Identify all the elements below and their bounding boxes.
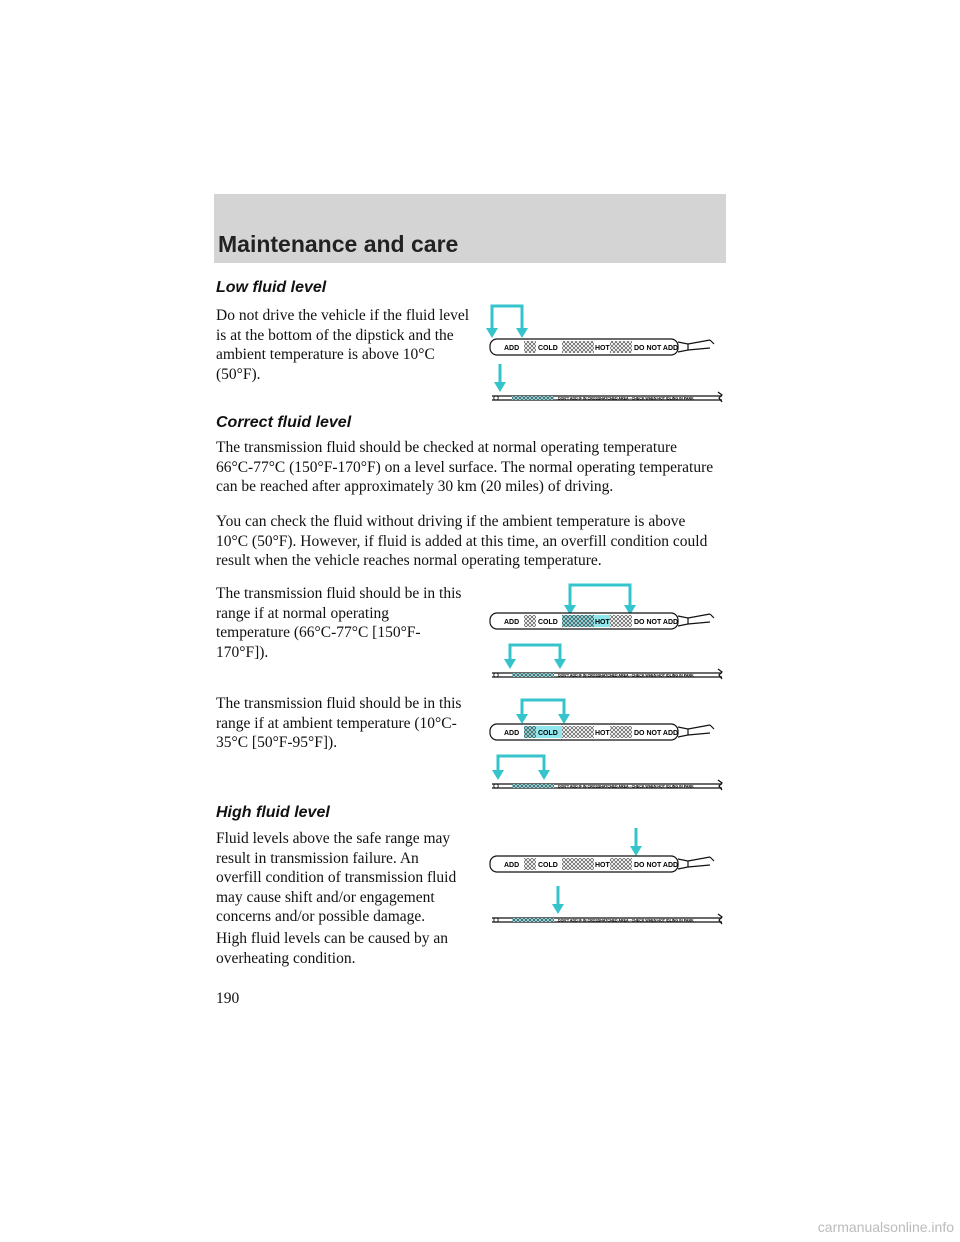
dipstick-svg-cold: ADD COLD HOT DO NOT ADD DON'T ADD IF IN … — [489, 698, 723, 791]
heading-correct-fluid-level: Correct fluid level — [216, 414, 352, 431]
label-lower-warning: DON'T ADD IF IN CROSSHATCHED AREA - CHEC… — [558, 397, 694, 401]
heading-low-fluid-level: Low fluid level — [216, 279, 327, 296]
dipstick-svg-high: ADD COLD HOT DO NOT ADD DON'T ADD IF IN … — [489, 828, 723, 925]
label-add: ADD — [504, 345, 519, 352]
label-do-not-add: DO NOT ADD — [634, 345, 678, 352]
dipstick-svg-hot: ADD COLD HOT DO NOT ADD DON'T ADD IF IN … — [489, 583, 723, 680]
svg-text:ADD: ADD — [504, 862, 519, 869]
svg-text:COLD: COLD — [538, 730, 558, 737]
dipstick-diagram-cold-range: ADD COLD HOT DO NOT ADD DON'T ADD IF IN … — [482, 694, 730, 794]
svg-text:ADD: ADD — [504, 619, 519, 626]
paragraph-high-fluid: Fluid levels above the safe range may re… — [216, 830, 457, 925]
site-watermark: carmanualsonline.info — [817, 1219, 954, 1235]
dipstick-diagram-high: ADD COLD HOT DO NOT ADD DON'T ADD IF IN … — [482, 828, 730, 928]
paragraph-low-fluid: Do not drive the vehicle if the fluid le… — [216, 307, 470, 383]
paragraph-ambient-range: The transmission fluid should be in this… — [216, 695, 462, 751]
svg-text:ADD: ADD — [504, 730, 519, 737]
heading-high-fluid-level: High fluid level — [216, 804, 330, 821]
svg-text:COLD: COLD — [538, 619, 558, 626]
dipstick-diagram-hot-range: ADD COLD HOT DO NOT ADD DON'T ADD IF IN … — [482, 583, 730, 683]
header-band — [214, 194, 726, 263]
paragraph-normal-temperature: The transmission fluid should be checked… — [216, 439, 714, 495]
paragraph-normal-range: The transmission fluid should be in this… — [216, 585, 462, 661]
svg-text:DON'T ADD IF IN CROSSHATCHED A: DON'T ADD IF IN CROSSHATCHED AREA - CHEC… — [558, 674, 694, 678]
svg-text:HOT: HOT — [595, 730, 611, 737]
paragraph-ambient-check: You can check the fluid without driving … — [216, 513, 708, 569]
svg-text:DO NOT ADD: DO NOT ADD — [634, 730, 678, 737]
svg-text:DO NOT ADD: DO NOT ADD — [634, 619, 678, 626]
page-number: 190 — [216, 990, 240, 1007]
label-cold: COLD — [538, 345, 558, 352]
svg-text:COLD: COLD — [538, 862, 558, 869]
label-hot: HOT — [595, 345, 611, 352]
paragraph-overheating: High fluid levels can be caused by an ov… — [216, 930, 448, 967]
svg-text:DON'T ADD IF IN CROSSHATCHED A: DON'T ADD IF IN CROSSHATCHED AREA - CHEC… — [558, 919, 694, 923]
svg-text:DO NOT ADD: DO NOT ADD — [634, 862, 678, 869]
svg-text:DON'T ADD IF IN CROSSHATCHED A: DON'T ADD IF IN CROSSHATCHED AREA - CHEC… — [558, 785, 694, 789]
svg-text:HOT: HOT — [595, 619, 611, 626]
dipstick-svg-low: ADD COLD HOT DO NOT ADD DON'T ADD IF IN … — [486, 304, 723, 403]
svg-text:HOT: HOT — [595, 862, 611, 869]
dipstick-diagram-low: ADD COLD HOT DO NOT ADD DON'T ADD IF IN … — [482, 304, 730, 404]
page-title: Maintenance and care — [218, 231, 459, 257]
